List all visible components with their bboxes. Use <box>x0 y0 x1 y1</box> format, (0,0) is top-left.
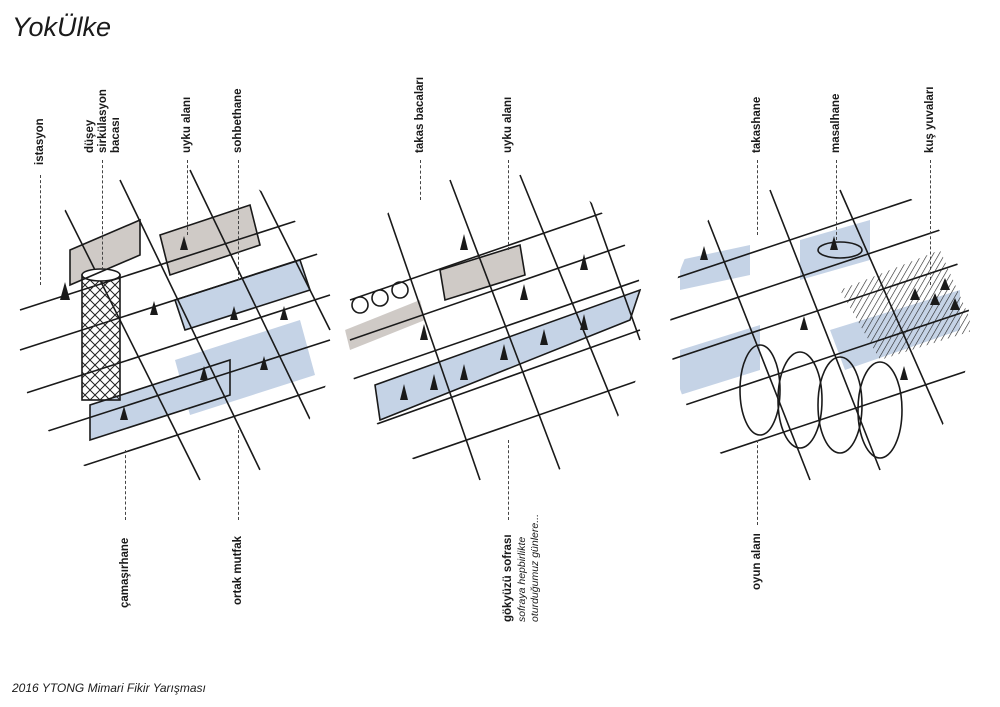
leader-camasirhane <box>125 450 126 520</box>
label-sohbethane: sohbethane <box>232 88 244 153</box>
leader-oyun <box>757 440 758 525</box>
leader-ortak-mutfak <box>238 430 239 520</box>
page-title: YokÜlke <box>12 12 112 42</box>
label-kus-yuvalari: kuş yuvaları <box>924 86 936 153</box>
label-camasirhane: çamaşırhane <box>119 537 131 608</box>
label-dusey-3: bacası <box>110 117 122 153</box>
leader-kus <box>930 160 931 285</box>
leader-gokyuzu <box>508 440 509 520</box>
label-takashane: takashane <box>751 96 763 153</box>
drawing-right <box>670 179 970 481</box>
leader-dusey <box>102 160 103 270</box>
label-uyku-alani-1: uyku alanı <box>181 96 193 153</box>
label-gokyuzu-sofrasi: gökyüzü sofrası <box>502 534 514 622</box>
label-gokyuzu-sub-1: sofraya hepbirlikte <box>516 536 528 622</box>
leader-takas-bacalari <box>420 160 421 200</box>
leader-masalhane <box>836 160 837 240</box>
drawing-middle <box>345 174 642 481</box>
label-takas-bacalari: takas bacaları <box>414 76 426 153</box>
label-istasyon: istasyon <box>34 118 46 165</box>
drawing-left <box>19 169 331 481</box>
leader-uyku2 <box>508 160 509 250</box>
footer-caption: 2016 YTONG Mimari Fikir Yarışması <box>12 681 206 695</box>
leader-istasyon <box>40 175 41 285</box>
label-dusey-1: düşey <box>84 119 96 153</box>
label-oyun-alani: oyun alanı <box>751 533 763 590</box>
leader-takashane <box>757 160 758 235</box>
leader-uyku1 <box>187 160 188 235</box>
label-dusey-2: sirkülasyon <box>97 89 109 153</box>
label-gokyuzu-sub-2: oturduğumuz günlere... <box>529 514 541 622</box>
leader-sohbethane <box>238 160 239 280</box>
label-uyku-alani-2: uyku alanı <box>502 96 514 153</box>
label-masalhane: masalhane <box>830 93 842 153</box>
label-ortak-mutfak: ortak mutfak <box>232 535 244 605</box>
